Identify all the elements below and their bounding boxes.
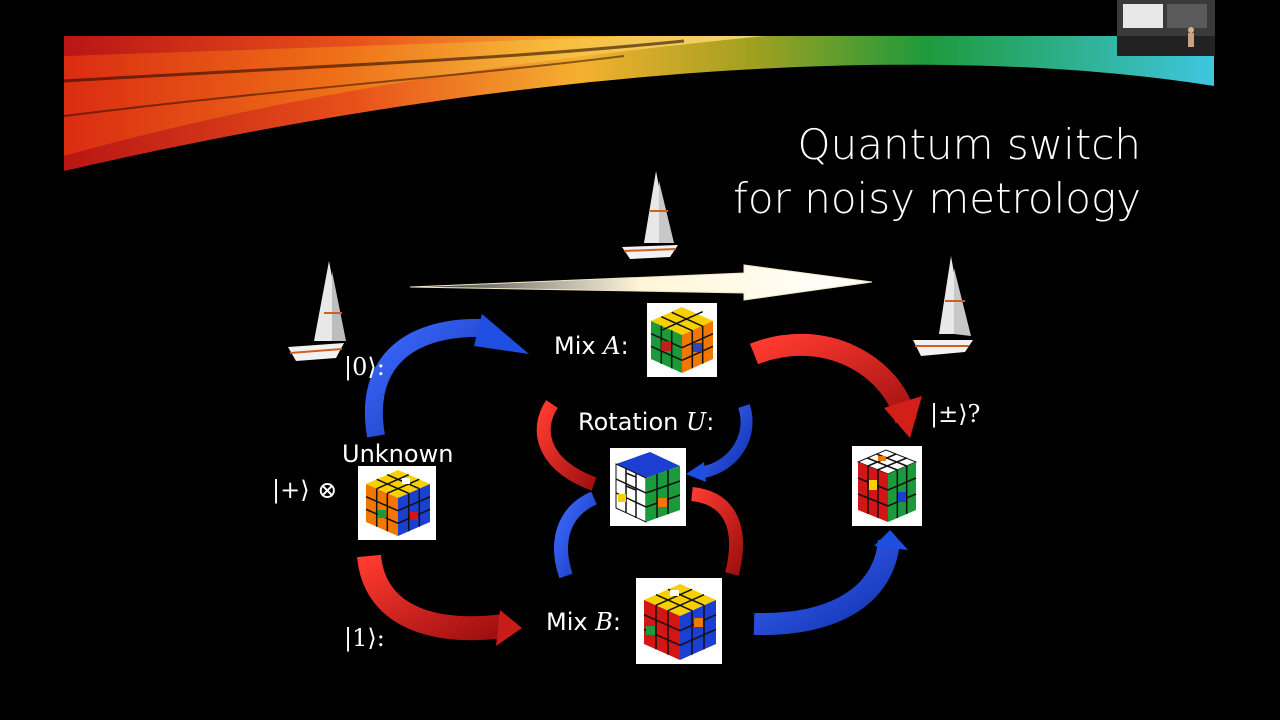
mix-b-label: Mix B: — [546, 608, 621, 636]
presentation-slide: Quantum switch for noisy metrology |0⟩: … — [64, 36, 1214, 720]
mix-b-prefix: Mix — [546, 608, 596, 636]
mix-b-suffix: : — [612, 608, 621, 636]
mix-a-var: A — [603, 332, 621, 360]
rubiks-cube-icon — [647, 303, 717, 377]
rotation-label: Rotation U: — [578, 408, 714, 436]
slide-title: Quantum switch for noisy metrology — [733, 118, 1141, 226]
rubiks-cube-icon — [610, 448, 686, 526]
mix-a-prefix: Mix — [554, 332, 604, 360]
unknown-label: Unknown — [342, 440, 454, 468]
ket-1-label: |1⟩: — [344, 624, 385, 652]
title-line-2: for noisy metrology — [733, 174, 1141, 223]
rubiks-cube-icon — [358, 466, 436, 540]
presenter-thumbnail — [1117, 0, 1215, 56]
sailboat-icon — [288, 261, 346, 361]
mix-a-suffix: : — [620, 332, 629, 360]
slide-artwork — [64, 36, 1214, 646]
rotation-var: U — [686, 408, 707, 436]
big-right-arrow — [409, 264, 873, 301]
sailboat-icon — [622, 171, 678, 259]
rubiks-cube-icon — [852, 446, 922, 526]
header-banner — [64, 36, 1214, 171]
ket-pm-label: |±⟩? — [930, 400, 981, 428]
rotation-prefix: Rotation — [578, 408, 686, 436]
sailboat-icon — [913, 256, 973, 356]
curved-arrow-icon — [357, 314, 922, 646]
curved-arrow-icon — [536, 400, 753, 579]
title-line-1: Quantum switch — [797, 120, 1141, 169]
mix-a-label: Mix A: — [554, 332, 629, 360]
rotation-suffix: : — [706, 408, 715, 436]
rubiks-cube-icon — [636, 578, 722, 664]
ket-0-label: |0⟩: — [344, 353, 385, 381]
mix-b-var: B — [595, 608, 613, 636]
ket-plus-label: |+⟩ ⊗ — [272, 476, 338, 504]
